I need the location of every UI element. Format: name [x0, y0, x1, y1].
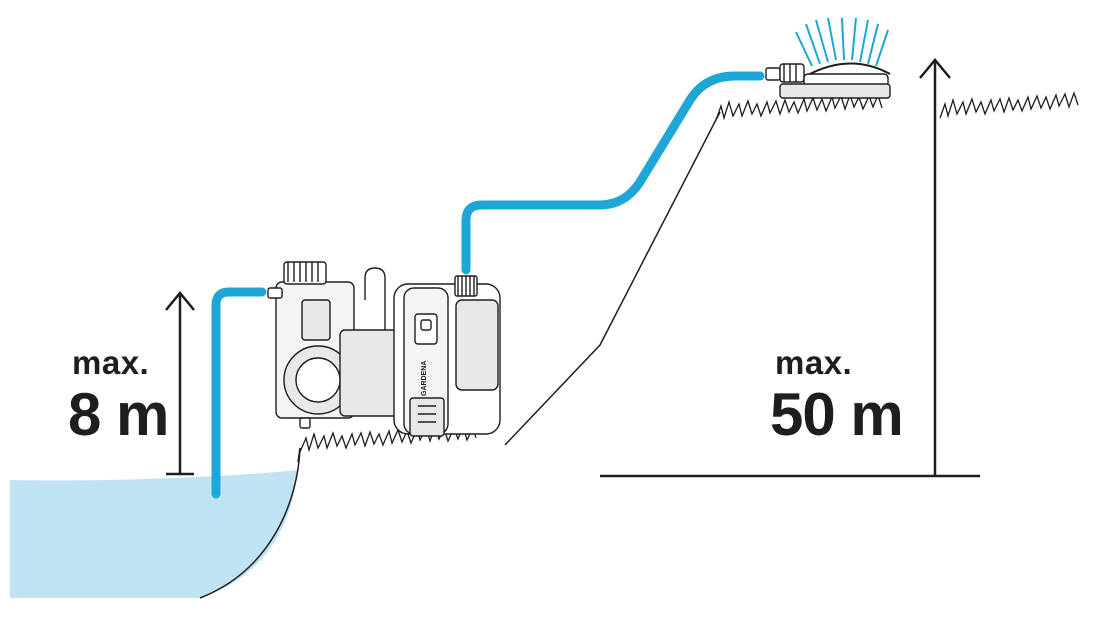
brand-label: GARDENA [421, 361, 428, 396]
water-body [10, 470, 298, 598]
grass-icon [299, 91, 1079, 453]
pressure-hose [461, 71, 765, 275]
pump-icon [267, 261, 501, 437]
left-label-height: 8 m [68, 381, 169, 448]
right-label-height: 50 m [770, 381, 904, 448]
left-label-max: max. [72, 344, 150, 381]
sprinkler-icon [765, 17, 891, 99]
up-arrow-icon [600, 58, 980, 478]
suction-hose [211, 287, 267, 499]
right-label-max: max. [775, 344, 853, 381]
bank-line [199, 447, 301, 599]
up-arrow-icon [165, 291, 195, 476]
